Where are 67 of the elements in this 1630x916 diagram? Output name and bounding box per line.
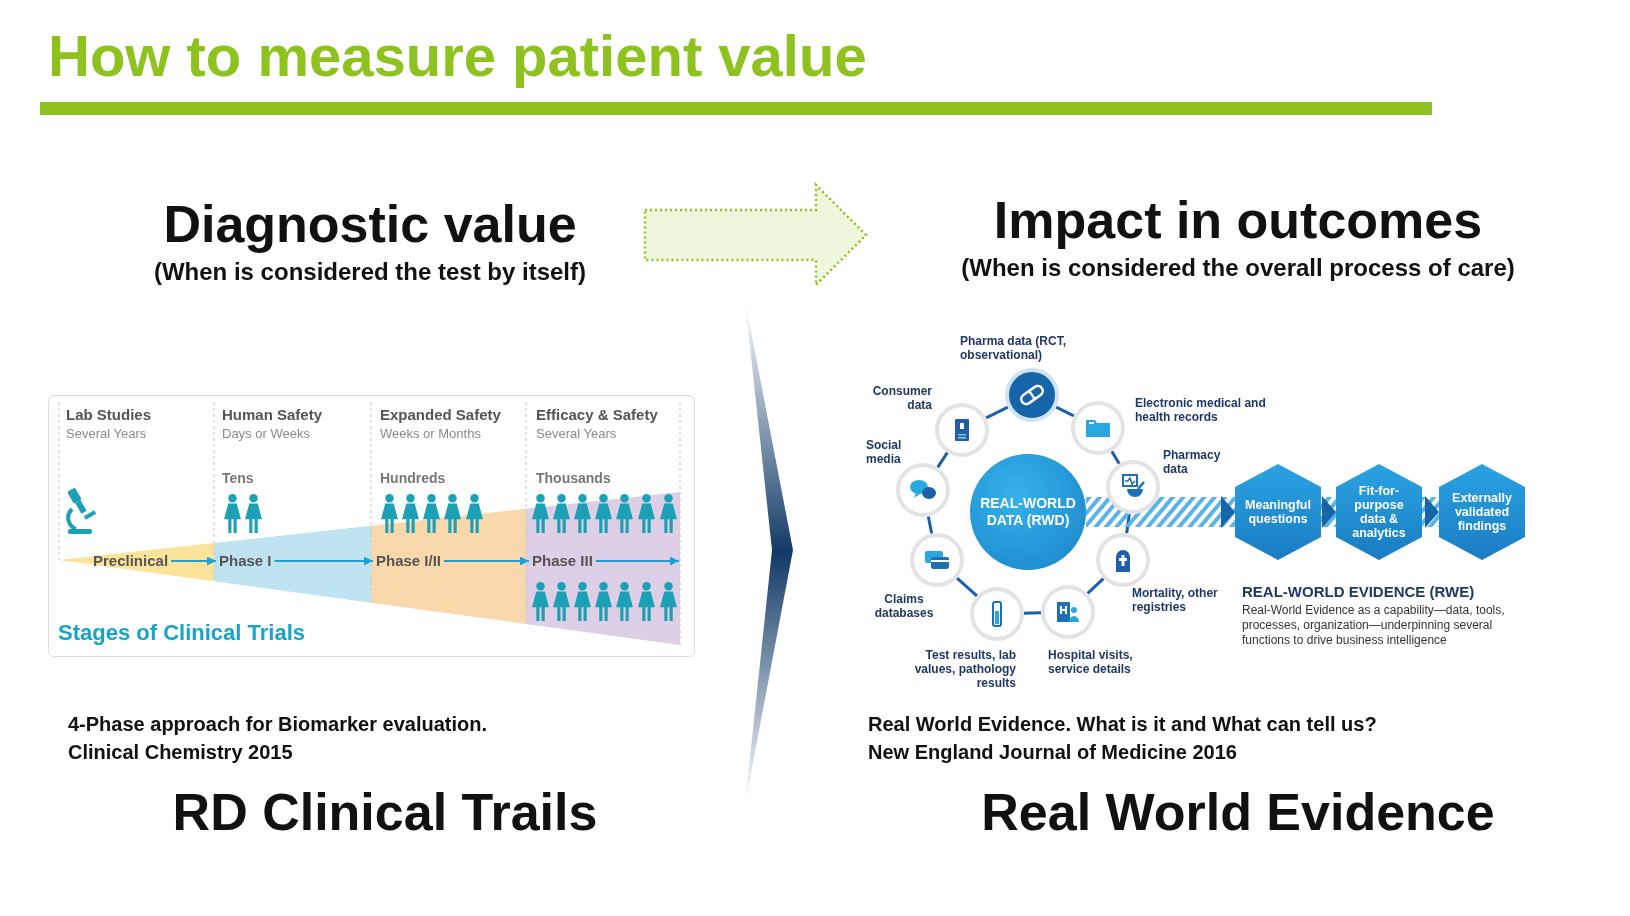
phase-label: Phase I xyxy=(219,551,272,571)
source-label: Hospital visits, service details xyxy=(1048,648,1134,676)
data-source-circle xyxy=(1005,368,1059,422)
participant-count: Tens xyxy=(222,470,254,488)
data-circle: REAL-WORLD DATA (RWD) xyxy=(970,454,1086,570)
hexagon-step: Fit-for-purpose data & analytics xyxy=(1336,464,1422,560)
stage-heading: Efficacy & Safety xyxy=(536,406,658,425)
arrow xyxy=(273,556,374,566)
data-source-circle xyxy=(1096,533,1150,587)
connector-line xyxy=(1023,611,1042,615)
citation-text: New England Journal of Medicine 2016 xyxy=(868,740,1237,765)
connector-line xyxy=(985,405,1009,420)
phase-label: Phase I/II xyxy=(376,551,442,571)
source-label: Electronic medical and health records xyxy=(1135,396,1267,424)
data-source-circle xyxy=(896,463,950,517)
source-label: Social media xyxy=(866,438,903,466)
block-arrow xyxy=(643,182,868,288)
connector-line xyxy=(1055,405,1075,418)
heading: Diagnostic value xyxy=(162,194,578,255)
phase-label: Phase III xyxy=(532,551,593,571)
chart-panel xyxy=(48,395,695,657)
stage-heading: Lab Studies xyxy=(66,406,151,425)
arrow xyxy=(594,556,680,566)
source-label: Mortality, other registries xyxy=(1132,586,1219,614)
hexagon-step: Meaningful questions xyxy=(1235,464,1321,560)
stage-heading: Human Safety xyxy=(222,406,323,425)
data-source-circle xyxy=(1106,460,1160,514)
connector-line xyxy=(1086,577,1105,595)
striped-arrow xyxy=(1086,496,1235,528)
section-heading: REAL-WORLD EVIDENCE (RWE) xyxy=(1242,583,1475,602)
stage-duration: Days or Weeks xyxy=(222,426,310,443)
arrow xyxy=(443,556,530,566)
description-text: Real-World Evidence as a capability—data, tools, processes, organization—underpinning several functions to drive business intelligence xyxy=(1242,603,1506,648)
data-source-circle xyxy=(935,403,989,457)
hexagon-step: Externally validated findings xyxy=(1439,464,1525,560)
striped-arrow xyxy=(1422,496,1439,528)
participant-count: Hundreds xyxy=(380,470,446,488)
stage-duration: Several Years xyxy=(66,426,147,443)
footer-heading: Real World Evidence xyxy=(980,782,1496,843)
source-label: Test results, lab values, pathology results xyxy=(913,648,1016,690)
data-source-circle xyxy=(970,587,1024,641)
striped-arrow xyxy=(1321,496,1336,528)
stage-duration: Weeks or Months xyxy=(380,426,481,443)
connector-line xyxy=(936,451,949,469)
footer-heading: RD Clinical Trails xyxy=(171,782,599,843)
connector-line xyxy=(956,576,978,598)
data-source-circle xyxy=(1041,585,1095,639)
connector-line xyxy=(1110,450,1121,465)
subheading: (When is considered the test by itself) xyxy=(152,257,588,287)
source-label: Pharma data (RCT, observational) xyxy=(960,334,1068,362)
citation-text: 4-Phase approach for Biomarker evaluation. xyxy=(68,712,488,737)
heading: Impact in outcomes xyxy=(992,190,1484,251)
stage-heading: Expanded Safety xyxy=(380,406,501,425)
subheading: (When is considered the overall process of care) xyxy=(960,253,1516,283)
data-source-circle xyxy=(910,533,964,587)
source-label: Pharmacy data xyxy=(1163,448,1222,476)
participant-count: Thousands xyxy=(536,470,611,488)
stage-duration: Several Years xyxy=(536,426,617,443)
panel-title: Stages of Clinical Trials xyxy=(58,620,305,646)
arrow xyxy=(170,556,217,566)
source-label: Consumer data xyxy=(871,384,932,412)
source-label: Claims databases xyxy=(873,592,935,620)
data-source-circle xyxy=(1071,401,1125,455)
citation-text: Real World Evidence. What is it and What can tell us? xyxy=(868,712,1377,737)
slide-title: How to measure patient value xyxy=(48,22,867,89)
citation-text: Clinical Chemistry 2015 xyxy=(68,740,293,765)
connector-line xyxy=(926,516,934,534)
